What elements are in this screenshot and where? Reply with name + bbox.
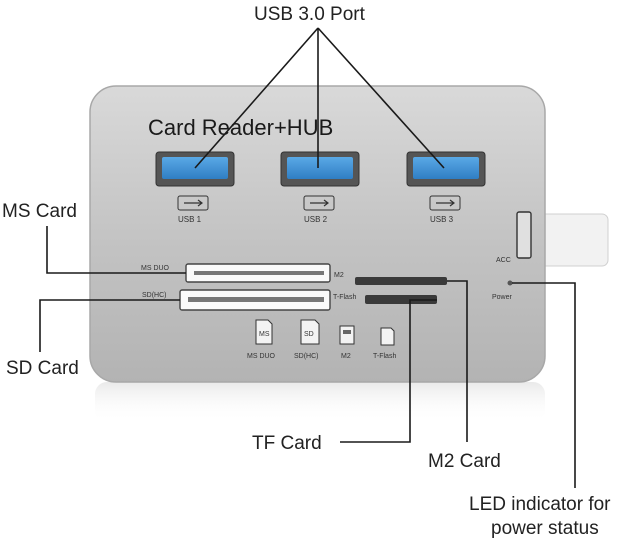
ms-duo-slot[interactable]	[185, 263, 331, 283]
svg-text:SD: SD	[304, 331, 314, 338]
usb-port-3-label: USB 3	[430, 215, 454, 224]
usb-cable	[537, 213, 609, 267]
ms-card-leader	[46, 226, 186, 274]
tflash-card-icon	[380, 327, 395, 346]
sd-slot-label: SD(HC)	[142, 292, 167, 299]
ms-card-callout: MS Card	[2, 201, 77, 222]
m2-card-callout: M2 Card	[428, 451, 501, 472]
usb-port-2-label: USB 2	[304, 215, 328, 224]
tf-card-callout: TF Card	[252, 433, 322, 454]
sd-icon-label: SD(HC)	[294, 353, 319, 360]
power-label: Power	[492, 294, 513, 301]
usb-port-2[interactable]	[280, 151, 360, 187]
tf-card-leader	[340, 299, 437, 443]
led-leader	[512, 282, 576, 488]
tflash-slot[interactable]	[365, 295, 437, 304]
sd-card-callout: SD Card	[6, 358, 79, 379]
usb-port-1[interactable]	[155, 151, 235, 187]
led-callout-line1: LED indicator for	[469, 494, 611, 515]
usb-port-3[interactable]	[406, 151, 486, 187]
sd-card-leader	[39, 299, 180, 352]
led-callout-line2: power status	[491, 518, 599, 539]
ms-duo-icon-label: MS DUO	[247, 353, 276, 360]
power-led	[507, 280, 513, 286]
m2-card-leader	[447, 280, 468, 442]
acc-label: ACC	[496, 257, 511, 264]
usb-symbol-icon	[303, 195, 335, 211]
device-reflection	[95, 382, 545, 422]
m2-slot-label: M2	[334, 272, 344, 279]
sd-card-icon: SD	[300, 319, 320, 345]
device-title: Card Reader+HUB	[148, 115, 333, 140]
usb-symbol-icon	[429, 195, 461, 211]
usb-port-leader-lines	[194, 27, 445, 169]
ms-card-icon: MS	[255, 319, 273, 345]
usb-port-1-label: USB 1	[178, 215, 202, 224]
tflash-slot-label: T-Flash	[333, 294, 356, 301]
acc-slot[interactable]	[516, 211, 532, 259]
sd-slot[interactable]	[179, 289, 331, 311]
svg-text:MS: MS	[259, 331, 270, 338]
ms-duo-slot-label: MS DUO	[141, 265, 170, 272]
usb-port-callout: USB 3.0 Port	[254, 4, 366, 25]
tflash-icon-label: T-Flash	[373, 353, 396, 360]
m2-slot[interactable]	[355, 277, 447, 285]
usb-symbol-icon	[177, 195, 209, 211]
m2-card-icon	[339, 325, 355, 345]
m2-icon-label: M2	[341, 353, 351, 360]
